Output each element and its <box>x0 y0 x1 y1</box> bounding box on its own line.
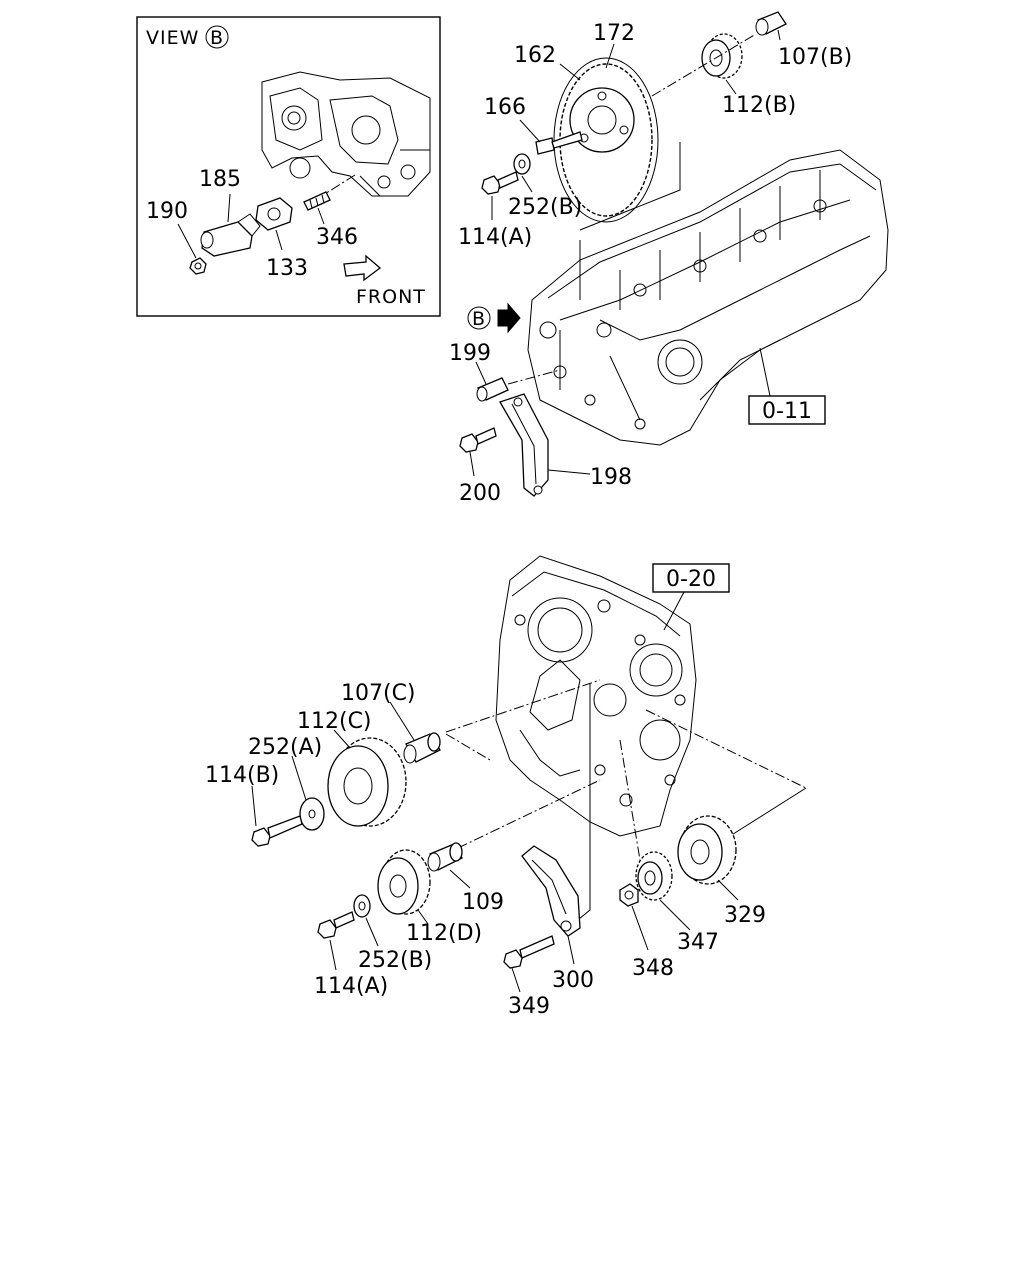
label-349: 349 <box>508 994 550 1019</box>
inset-frame <box>136 16 441 317</box>
part-199-dowel <box>476 377 509 402</box>
part-114a-bolt-bottom <box>317 911 355 939</box>
front-label: FRONT <box>356 286 426 308</box>
part-107b-shaft <box>755 11 787 36</box>
timing-case <box>495 555 697 929</box>
label-166: 166 <box>484 95 526 120</box>
label-300: 300 <box>552 968 594 993</box>
label-114a-top: 114(A) <box>458 225 532 250</box>
label-107c: 107(C) <box>341 681 416 706</box>
label-109: 109 <box>462 890 504 915</box>
label-348: 348 <box>632 956 674 981</box>
part-107c-shaft <box>403 732 441 764</box>
label-346: 346 <box>316 225 358 250</box>
part-114a-bolt-top <box>481 171 519 195</box>
label-200: 200 <box>459 481 501 506</box>
label-190: 190 <box>146 199 188 224</box>
label-112d: 112(D) <box>406 921 482 946</box>
ref-0-20: 0-20 <box>666 567 716 592</box>
part-133-gasket <box>255 197 293 231</box>
label-133: 133 <box>266 256 308 281</box>
cylinder-head <box>527 149 889 446</box>
front-arrow-icon <box>343 254 382 282</box>
part-109-bushing <box>427 842 463 872</box>
b-marker-arrow-icon <box>497 302 521 334</box>
label-114a-bot: 114(A) <box>314 974 388 999</box>
view-ref-letter: B <box>210 27 224 49</box>
part-200-bolt <box>459 427 497 453</box>
label-162: 162 <box>514 43 556 68</box>
part-252b-washer-bottom <box>353 894 371 918</box>
view-b-inset: VIEW B <box>136 16 441 317</box>
label-112b: 112(B) <box>722 93 796 118</box>
cylinder-head-assembly <box>527 142 889 446</box>
part-112d-gear <box>377 849 431 915</box>
part-185-sensor <box>200 213 261 257</box>
part-198-chain-guide <box>499 393 549 497</box>
part-166-bolt <box>535 131 583 155</box>
part-252a-washer <box>299 797 325 831</box>
label-198: 198 <box>590 465 632 490</box>
part-252b-washer-top <box>513 153 531 175</box>
part-349-bolt <box>503 935 555 969</box>
b-marker-letter: B <box>472 308 486 330</box>
part-190-bolt <box>189 257 207 275</box>
part-346-stud <box>303 191 331 211</box>
label-114b: 114(B) <box>205 763 279 788</box>
part-112b-gear <box>701 33 743 79</box>
ref-box-0-20 <box>652 563 730 593</box>
label-252b-top: 252(B) <box>508 195 582 220</box>
part-162-sprocket <box>569 87 635 153</box>
label-347: 347 <box>677 930 719 955</box>
timing-case-outline <box>495 555 697 837</box>
label-107b: 107(B) <box>778 45 852 70</box>
label-199: 199 <box>449 341 491 366</box>
inset-engine-fragment <box>261 71 431 203</box>
view-title: VIEW <box>146 27 199 49</box>
label-112c: 112(C) <box>297 709 372 734</box>
label-252b-bot: 252(B) <box>358 948 432 973</box>
view-ref-circle <box>205 25 229 49</box>
part-114b-bolt <box>251 815 303 847</box>
ref-0-11: 0-11 <box>762 399 812 424</box>
label-172: 172 <box>593 21 635 46</box>
part-347-gear <box>635 851 673 901</box>
part-329-gear <box>677 815 737 885</box>
b-marker-circle <box>467 306 491 330</box>
part-112c-gear <box>327 737 407 827</box>
label-252a: 252(A) <box>248 735 322 760</box>
part-348-nut <box>619 883 639 907</box>
part-300-tensioner-arm <box>521 845 581 937</box>
ref-box-0-11 <box>748 395 826 425</box>
label-185: 185 <box>199 167 241 192</box>
label-329: 329 <box>724 903 766 928</box>
